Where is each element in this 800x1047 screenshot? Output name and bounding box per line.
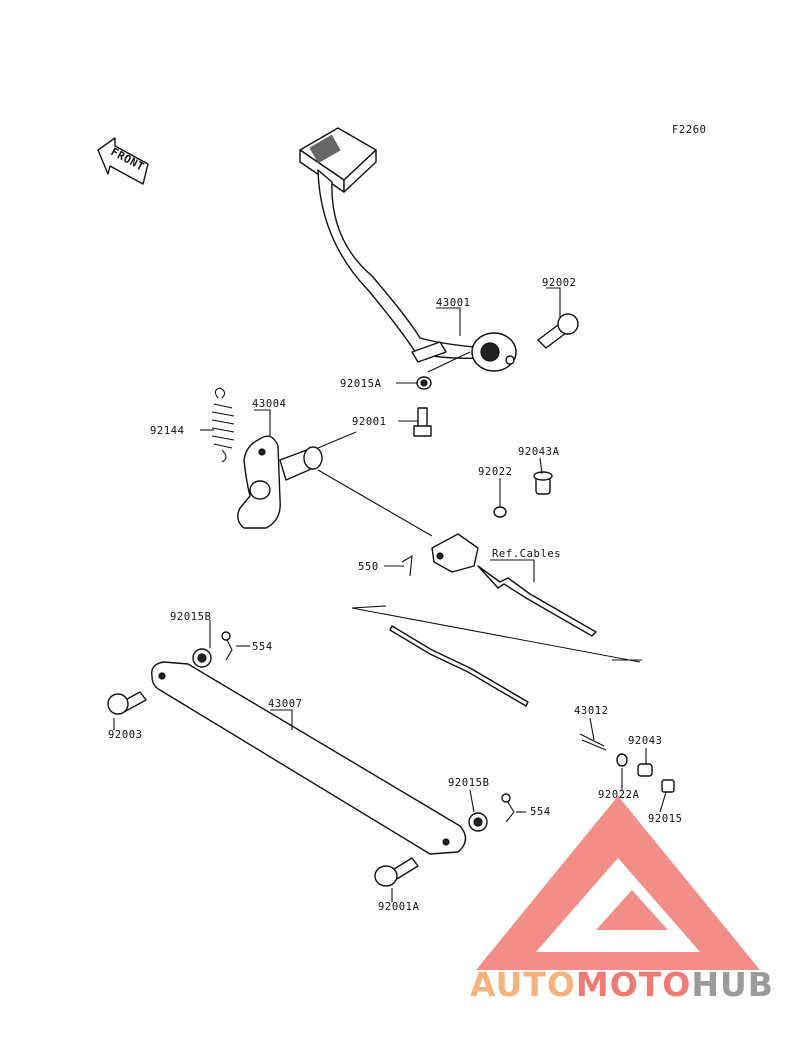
bolt-92001 (413, 407, 432, 437)
washer-92022a (616, 753, 628, 767)
cotter-pin-550 (401, 554, 413, 577)
part-label-43012: 43012 (574, 705, 609, 717)
clevis (431, 533, 479, 573)
link-rod (151, 661, 467, 855)
part-label-92043a: 92043A (518, 446, 560, 458)
bolt-92002 (537, 313, 579, 349)
logo-triangle-core (596, 890, 668, 930)
clip-554-bottom (501, 793, 515, 823)
spring-92144 (211, 387, 235, 463)
nut-92015 (661, 779, 675, 793)
spring-43012 (579, 733, 607, 751)
ref-cables-arrows (351, 605, 642, 663)
nut-92015b-bottom (468, 812, 488, 832)
brake-lever (237, 435, 323, 529)
bolt-92003 (107, 691, 147, 715)
logo-text-moto: MOTO (576, 965, 691, 1004)
part-label-92015b-bottom: 92015B (448, 777, 490, 789)
part-label-43001: 43001 (436, 297, 471, 309)
part-label-43004: 43004 (252, 398, 287, 410)
automotohub-logo: AUTOMOTOHUB (470, 796, 774, 1004)
part-label-43007: 43007 (268, 698, 303, 710)
part-label-92002: 92002 (542, 277, 577, 289)
nut-92015a (416, 376, 432, 390)
part-label-92015a: 92015A (340, 378, 382, 390)
brake-rod-lower (389, 625, 529, 707)
pin-92043a (533, 471, 553, 495)
part-label-92003: 92003 (108, 729, 143, 741)
part-label-92022: 92022 (478, 466, 513, 478)
part-label-550: 550 (358, 561, 379, 573)
front-arrow-icon: FRONT (97, 137, 149, 185)
part-label-92001a: 92001A (378, 901, 420, 913)
pin-92043 (637, 763, 653, 777)
part-labels: 43001 92002 92015A 92001 43004 92144 920… (108, 277, 683, 913)
part-label-92015: 92015 (648, 813, 683, 825)
part-label-92022a: 92022A (598, 789, 640, 801)
part-label-92144: 92144 (150, 425, 185, 437)
part-label-92043: 92043 (628, 735, 663, 747)
clip-554-top (221, 631, 233, 661)
part-label-92001: 92001 (352, 416, 387, 428)
brake-cable-upper (477, 565, 597, 637)
logo-text-hub: HUB (691, 965, 774, 1004)
part-label-554-bottom: 554 (530, 806, 551, 818)
diagram-code: F2260 (672, 124, 707, 136)
nut-92015b-top (192, 648, 212, 668)
logo-text-auto: AUTO (470, 965, 576, 1004)
bolt-92001a (374, 857, 419, 887)
brake-pedal (299, 127, 517, 372)
washer-92022 (493, 506, 507, 518)
part-label-92015b-top: 92015B (170, 611, 212, 623)
part-label-554-top: 554 (252, 641, 273, 653)
ref-cables-label: Ref.Cables (492, 548, 561, 560)
svg-text:AUTOMOTOHUB: AUTOMOTOHUB (470, 965, 774, 1004)
leader-lines (113, 287, 667, 902)
